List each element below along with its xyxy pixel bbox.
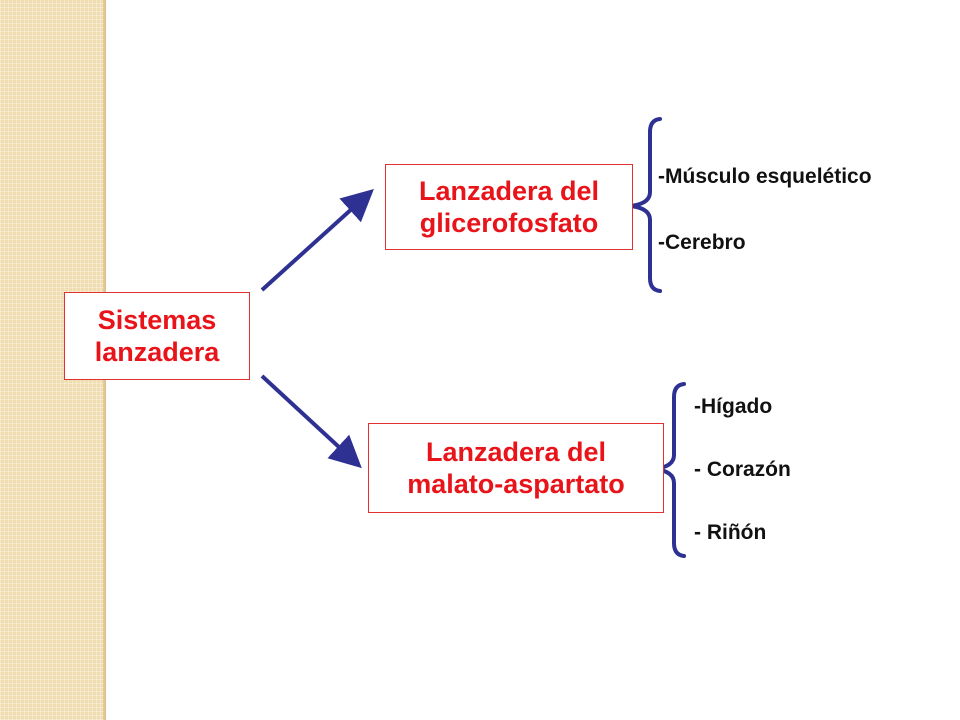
list-item-cerebro: -Cerebro: [658, 231, 746, 254]
glicerofosfato-label-line2: glicerofosfato: [419, 208, 599, 238]
malato-label-line2: malato-aspartato: [407, 469, 625, 499]
list-item-musculo: -Músculo esquelético: [658, 165, 872, 188]
malato-label-line1: Lanzadera del: [425, 436, 607, 467]
brace-glicerofosfato: [629, 117, 662, 293]
box-lanzadera-glicerofosfato: Lanzadera del glicerofosfato: [385, 164, 633, 250]
glicerofosfato-label-line1: Lanzadera del: [418, 175, 600, 206]
list-item-rinon: - Riñón: [694, 521, 767, 544]
root-box-sistemas-lanzadera: Sistemas lanzadera: [64, 292, 250, 380]
root-label-line1: Sistemas: [97, 304, 217, 335]
list-item-corazon: - Corazón: [694, 458, 791, 481]
list-item-higado: -Hígado: [694, 395, 773, 418]
box-lanzadera-malato-aspartato: Lanzadera del malato-aspartato: [368, 423, 664, 513]
root-label-line2: lanzadera: [94, 337, 220, 367]
arrow-to-malato: [260, 374, 362, 469]
arrow-to-glicerofosfato: [260, 188, 374, 292]
